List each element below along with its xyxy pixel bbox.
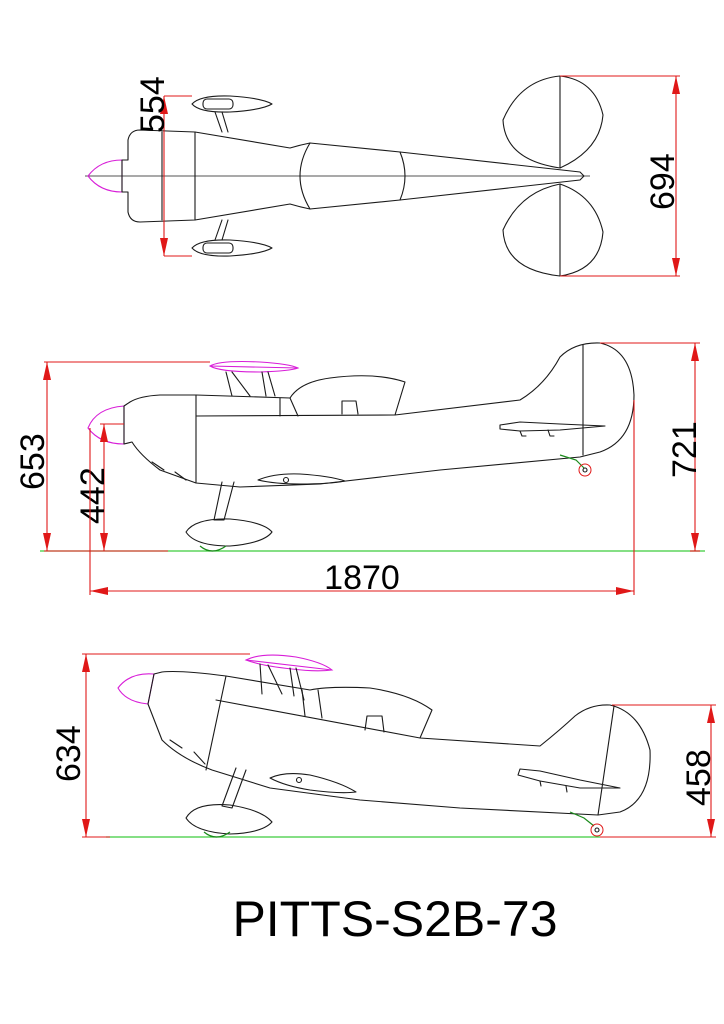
dim-721: 721 (666, 421, 704, 478)
top-wheel-pant-lower (191, 239, 273, 257)
side-gear-strut (213, 481, 235, 521)
side-view: 653 442 721 1870 (14, 342, 705, 597)
dim-1870: 1870 (324, 559, 400, 597)
side-lower-wing (257, 473, 346, 485)
top-view: 554 694 (85, 75, 682, 277)
dim-554: 554 (134, 76, 172, 133)
side-stabilizer (499, 421, 606, 432)
top-stabilizer-lower (502, 183, 604, 277)
top-stabilizer-upper (502, 75, 604, 169)
tail-down-gear-strut (221, 767, 247, 809)
side-wheel-pant (185, 518, 273, 547)
tail-down-stabilizer (517, 768, 621, 789)
tail-down-lower-wing (269, 772, 357, 794)
dim-634: 634 (50, 725, 88, 782)
side-tail-wheel (578, 463, 592, 477)
tail-down-wheel-pant (185, 803, 273, 835)
dim-694: 694 (644, 153, 682, 210)
drawing-title: PITTS-S2B-73 (232, 891, 557, 947)
dim-458: 458 (680, 749, 718, 806)
dim-653: 653 (14, 433, 52, 490)
side-fuselage (123, 342, 635, 488)
tail-down-tail-wheel (590, 823, 604, 837)
tail-down-fuselage (147, 670, 651, 816)
tail-down-side-view: 634 458 (50, 653, 718, 838)
top-fuselage (121, 129, 585, 223)
dim-442: 442 (74, 467, 112, 524)
top-wheel-pant-upper (191, 95, 273, 113)
